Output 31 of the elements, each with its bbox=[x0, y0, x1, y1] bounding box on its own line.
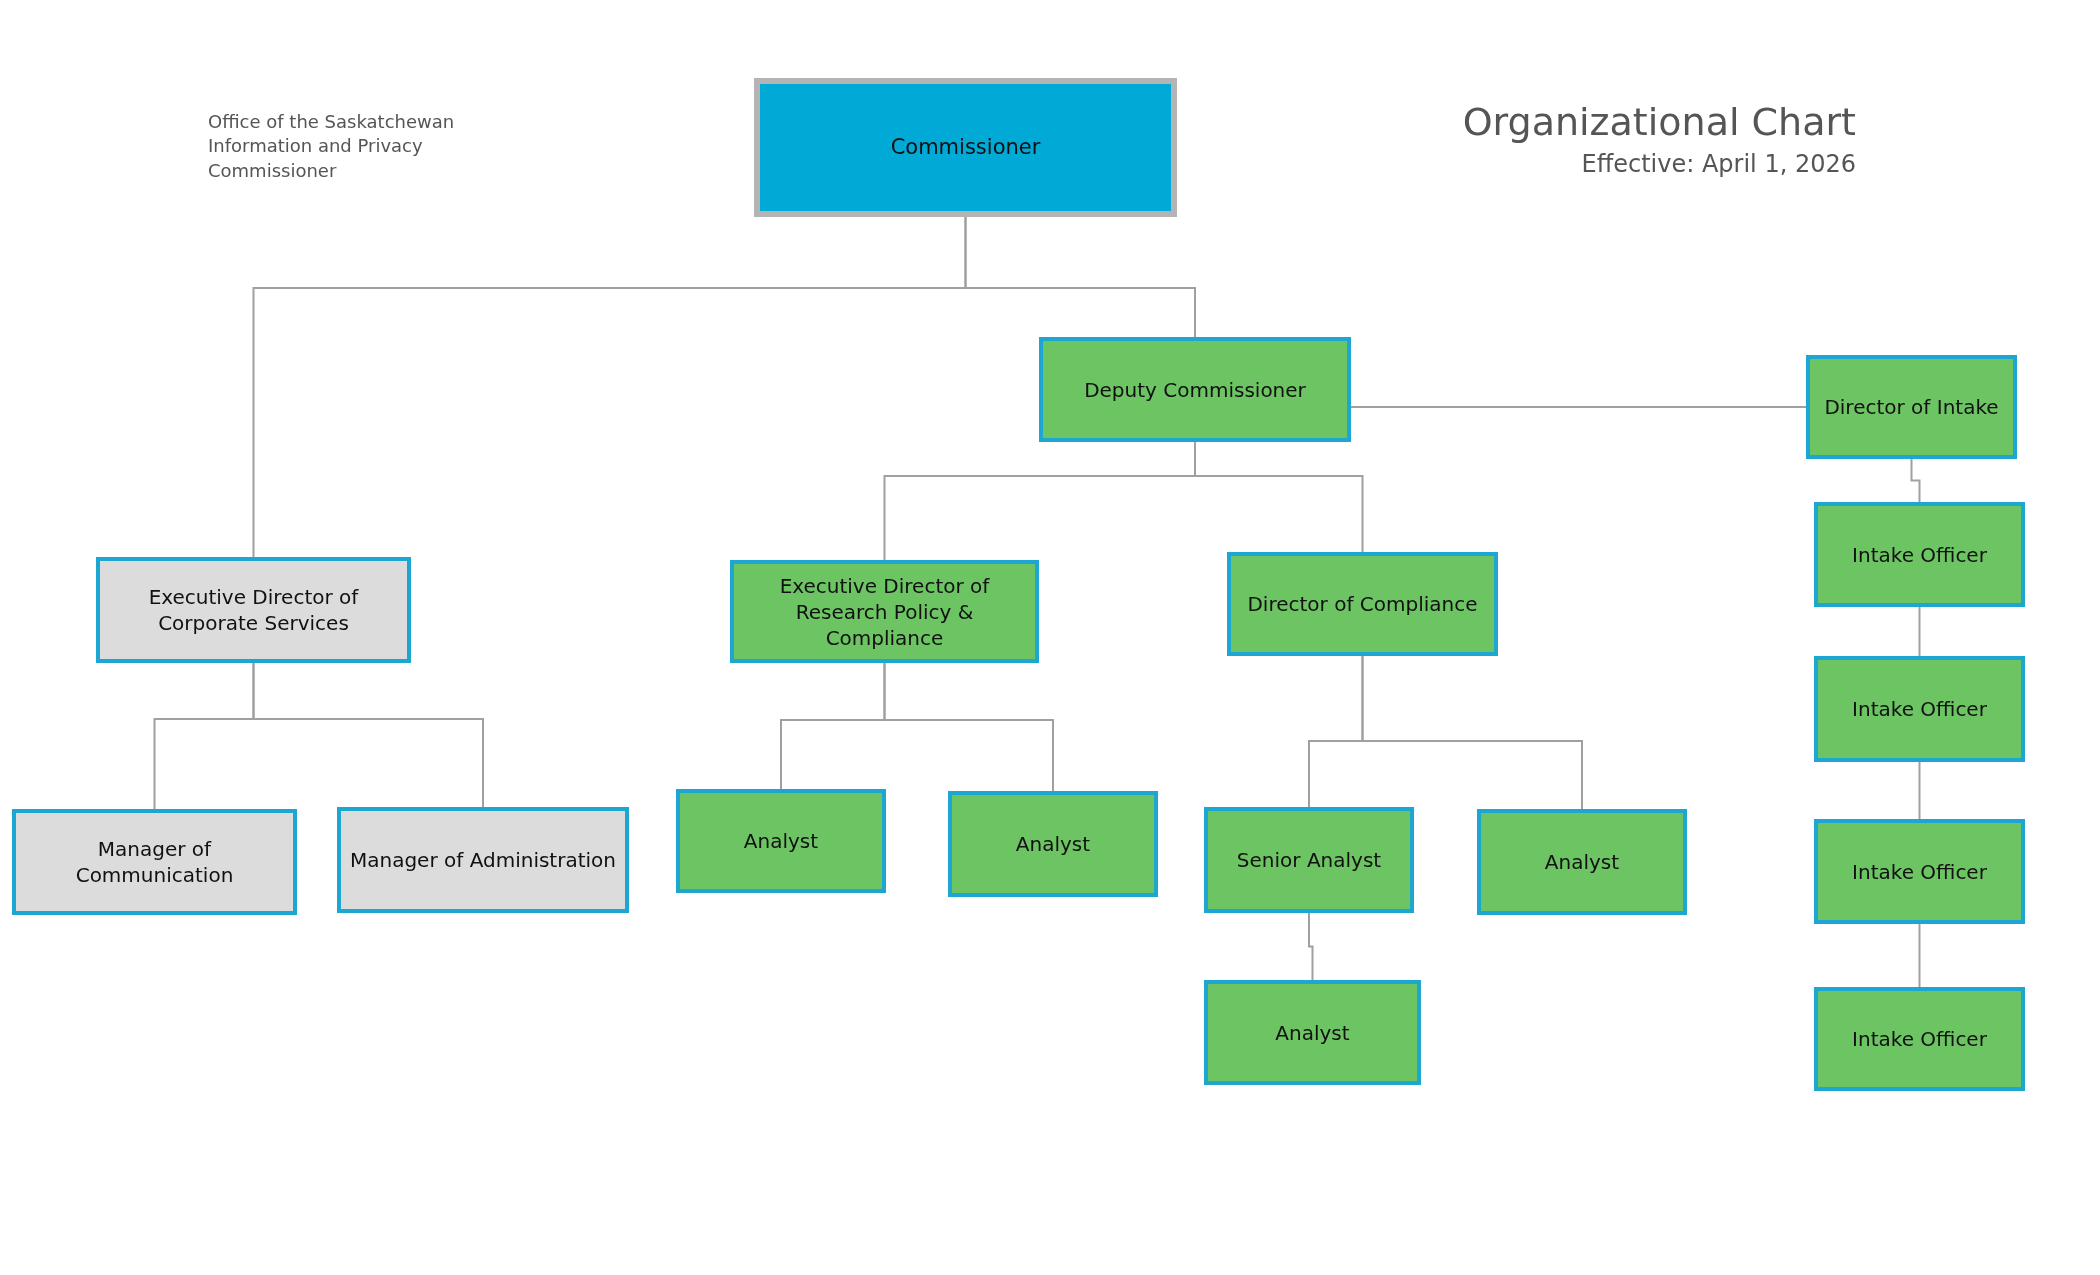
org-box: Deputy Commissioner bbox=[1039, 337, 1351, 442]
org-box: Manager of Communication bbox=[12, 809, 297, 915]
connector-line bbox=[1918, 761, 1921, 820]
org-box: Intake Officer bbox=[1814, 819, 2025, 924]
org-box: Director of Intake bbox=[1806, 355, 2017, 459]
org-box: Analyst bbox=[1204, 980, 1421, 1085]
org-box: Executive Director of Corporate Services bbox=[96, 557, 411, 663]
org-box: Intake Officer bbox=[1814, 502, 2025, 607]
org-box: Executive Director of Research Policy & Compliance bbox=[730, 560, 1039, 663]
connector-line bbox=[252, 662, 484, 808]
org-box: Manager of Administration bbox=[337, 807, 629, 913]
connector-line bbox=[964, 216, 1196, 338]
connector-line bbox=[1194, 441, 1364, 553]
org-box: Senior Analyst bbox=[1204, 807, 1414, 913]
chart-title: Organizational Chart bbox=[1462, 100, 1856, 144]
org-box: Analyst bbox=[948, 791, 1158, 897]
connector-line bbox=[1910, 458, 1921, 503]
org-box: Analyst bbox=[1477, 809, 1687, 915]
connector-line bbox=[1350, 406, 1807, 408]
org-box: Intake Officer bbox=[1814, 656, 2025, 762]
org-box: Commissioner bbox=[754, 78, 1177, 217]
connector-line bbox=[1918, 923, 1921, 988]
connector-line bbox=[1918, 606, 1921, 657]
office-name: Office of the Saskatchewan Information and Privacy Commissioner bbox=[208, 110, 456, 183]
effective-date: Effective: April 1, 2026 bbox=[1581, 150, 1856, 178]
connector-line bbox=[1308, 912, 1314, 981]
org-box: Intake Officer bbox=[1814, 987, 2025, 1091]
org-box: Director of Compliance bbox=[1227, 552, 1498, 656]
connector-line bbox=[883, 662, 1054, 792]
connector-line bbox=[1361, 655, 1583, 810]
org-box: Analyst bbox=[676, 789, 886, 893]
